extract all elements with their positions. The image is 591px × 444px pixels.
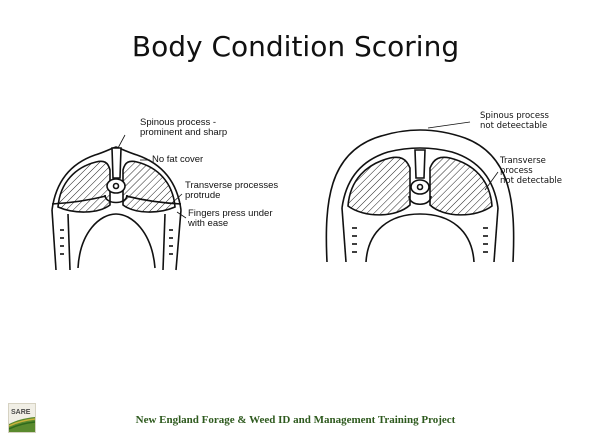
- left-muscle-mass: [58, 161, 110, 212]
- left-muscle-mass-fat: [348, 157, 410, 215]
- label-spinous-line2: prominent and sharp: [140, 127, 227, 138]
- label-transverse-line1-right: Transverse: [499, 156, 546, 166]
- label-transverse-line3-right: not detectable: [500, 176, 562, 186]
- right-muscle-mass: [123, 161, 175, 212]
- label-fingers-line2: with ease: [187, 218, 228, 229]
- label-no-fat-cover: No fat cover: [152, 154, 203, 165]
- svg-text:SARE: SARE: [11, 409, 31, 416]
- label-transverse-line2: protrude: [185, 190, 220, 201]
- label-spinous-not-detectable-line1: Spinous process: [480, 111, 549, 121]
- label-transverse-line2-right: process: [500, 166, 533, 176]
- right-muscle-mass-fat: [430, 157, 492, 215]
- sare-logo: SARE: [8, 403, 36, 433]
- footer-project-name: New England Forage & Weed ID and Managem…: [40, 414, 551, 426]
- label-spinous-not-detectable-line2: not deteectable: [480, 121, 547, 131]
- slide-footer: SARE New England Forage & Weed ID and Ma…: [0, 398, 591, 438]
- fat-animal-cross-section: [326, 122, 513, 262]
